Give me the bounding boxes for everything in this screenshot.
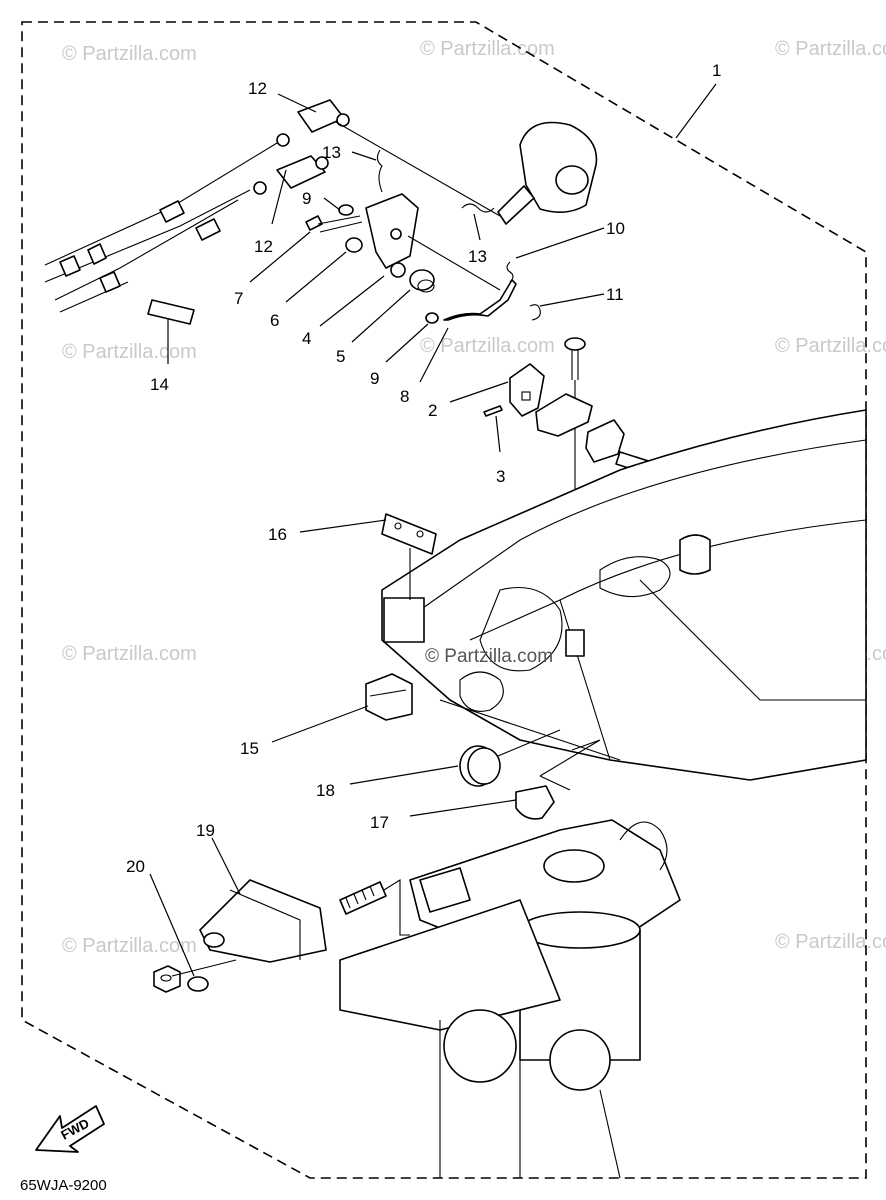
watermark: © Partzilla.com — [420, 38, 555, 60]
callout-9-upper: 9 — [302, 189, 311, 208]
clip-11 — [529, 304, 541, 321]
shift-lever — [365, 193, 419, 278]
callout-6: 6 — [270, 311, 279, 330]
washer-6 — [345, 237, 363, 253]
watermark: © Partzilla.com — [62, 341, 197, 363]
callout-5: 5 — [336, 347, 345, 366]
center-watermark: © Partzilla.com — [425, 646, 553, 667]
clip-13-right — [461, 203, 495, 213]
watermark: © Partzilla.com — [62, 643, 197, 665]
grommet-17 — [515, 785, 555, 820]
callout-9-lower: 9 — [370, 369, 379, 388]
spring — [339, 879, 410, 936]
callout-layer: 1 2 3 4 5 6 7 8 9 9 10 11 12 12 13 13 14… — [126, 61, 721, 876]
callout-8: 8 — [400, 387, 409, 406]
bushing-5 — [409, 269, 435, 293]
callout-16: 16 — [268, 525, 287, 544]
bottom-cowling — [381, 409, 867, 781]
forward-arrow: FWD — [35, 1105, 105, 1153]
control-cables — [44, 139, 283, 313]
callout-13-left: 13 — [322, 143, 341, 162]
guide-lines — [497, 729, 601, 791]
rod-line — [407, 235, 501, 291]
pin-3 — [483, 405, 503, 417]
callout-7: 7 — [234, 289, 243, 308]
decal-14 — [147, 299, 195, 325]
watermark: © Partzilla.com — [775, 931, 886, 953]
clip-13-left — [376, 149, 383, 193]
washer-9-lower — [425, 312, 439, 324]
swivel-bracket — [339, 819, 681, 1179]
watermark: © Partzilla.com — [775, 335, 886, 357]
callout-19: 19 — [196, 821, 215, 840]
callout-13-right: 13 — [468, 247, 487, 266]
throttle-cam — [497, 121, 598, 225]
lever-2 — [509, 363, 545, 417]
callout-1: 1 — [712, 61, 721, 80]
washer-20 — [187, 976, 209, 992]
grommet-15 — [365, 673, 413, 721]
cable-line — [335, 121, 501, 217]
callout-14: 14 — [150, 375, 169, 394]
bracket-19 — [199, 879, 327, 963]
callout-2: 2 — [428, 401, 437, 420]
watermark: © Partzilla.com — [62, 43, 197, 65]
callout-12-upper: 12 — [248, 79, 267, 98]
callout-3: 3 — [496, 467, 505, 486]
callout-12-lower: 12 — [254, 237, 273, 256]
link-rod-8 — [443, 279, 517, 321]
callout-17: 17 — [370, 813, 389, 832]
callout-20: 20 — [126, 857, 145, 876]
watermark: © Partzilla.com — [62, 935, 197, 957]
watermark: © Partzilla.com — [775, 38, 886, 60]
callout-18: 18 — [316, 781, 335, 800]
clip-10 — [506, 261, 514, 283]
plate-16 — [381, 513, 437, 600]
watermark: © Partzilla.com — [420, 335, 555, 357]
plug-18 — [459, 745, 501, 787]
callout-4: 4 — [302, 329, 311, 348]
bolt-7 — [305, 215, 363, 233]
cable-joint-lower — [253, 155, 329, 195]
callout-15: 15 — [240, 739, 259, 758]
cable-joint-upper — [276, 99, 350, 147]
diagram-code: 65WJA-9200 — [20, 1177, 107, 1194]
callout-10: 10 — [606, 219, 625, 238]
callout-11: 11 — [606, 285, 624, 304]
fastener-line — [171, 959, 237, 977]
nut — [153, 965, 181, 993]
washer-9-upper — [338, 204, 354, 216]
leader-lines — [149, 83, 717, 977]
shift-bracket — [535, 393, 625, 463]
assembly-boundary — [21, 21, 867, 1179]
